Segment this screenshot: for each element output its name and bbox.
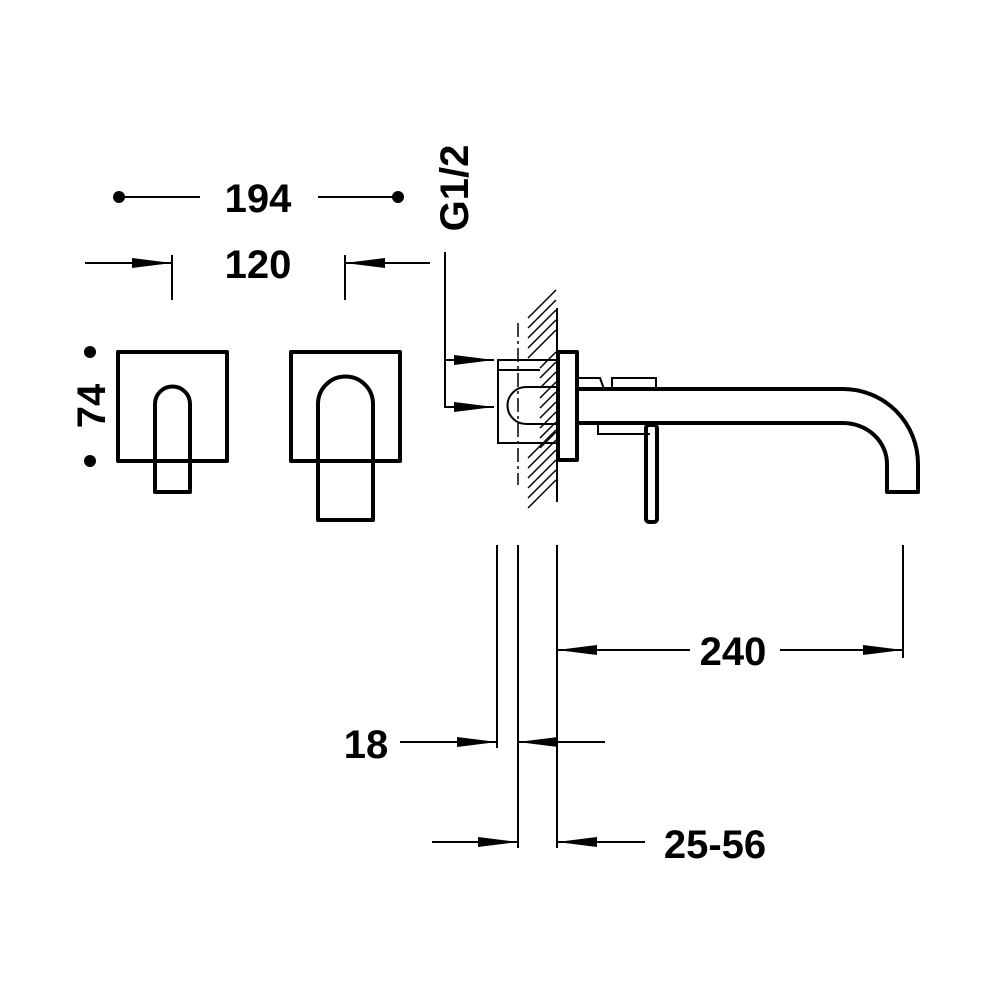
dim-label-74: 74 (70, 383, 114, 428)
hatch-line (539, 401, 557, 419)
hatch-line (527, 469, 557, 499)
hatch-line (539, 381, 557, 399)
hatch-line (527, 439, 557, 469)
hatch-line (539, 371, 557, 389)
hatch-line (527, 479, 557, 509)
dimension-body-depth: 18 (344, 723, 605, 767)
side-view (497, 289, 920, 524)
spout (577, 377, 920, 494)
dim-label-25-56: 25-56 (664, 823, 766, 867)
lever-handle (644, 423, 659, 524)
dim-label-120: 120 (225, 243, 292, 287)
hatch-line (527, 449, 557, 479)
dimension-inlet-thread: G1/2 (433, 145, 494, 412)
dimension-spout-projection: 240 (557, 630, 903, 674)
wall-plate (556, 350, 579, 462)
front-view-left-handle (116, 350, 229, 494)
dimension-overall-width: 194 (113, 177, 404, 221)
dim-label-240: 240 (700, 630, 767, 674)
hatch-line (527, 299, 557, 329)
hatch-line (527, 329, 557, 359)
dimension-handle-spacing: 120 (85, 243, 430, 300)
hatch-line (527, 309, 557, 339)
extension-lines (496, 545, 904, 848)
wall-hatching (527, 289, 558, 509)
hatch-line (527, 319, 557, 349)
front-view-right-spout (289, 350, 402, 522)
hatch-line (539, 391, 557, 409)
dimension-plate-height: 74 (70, 346, 114, 467)
dim-label-g12: G1/2 (433, 145, 477, 232)
hatch-line (527, 459, 557, 489)
hatch-line (539, 361, 557, 379)
dim-label-18: 18 (344, 723, 389, 767)
hatch-line (539, 411, 557, 429)
dimension-wall-range: 25-56 (432, 823, 766, 867)
dim-label-194: 194 (225, 177, 292, 221)
hatch-line (527, 289, 557, 319)
hatch-line (539, 431, 557, 449)
